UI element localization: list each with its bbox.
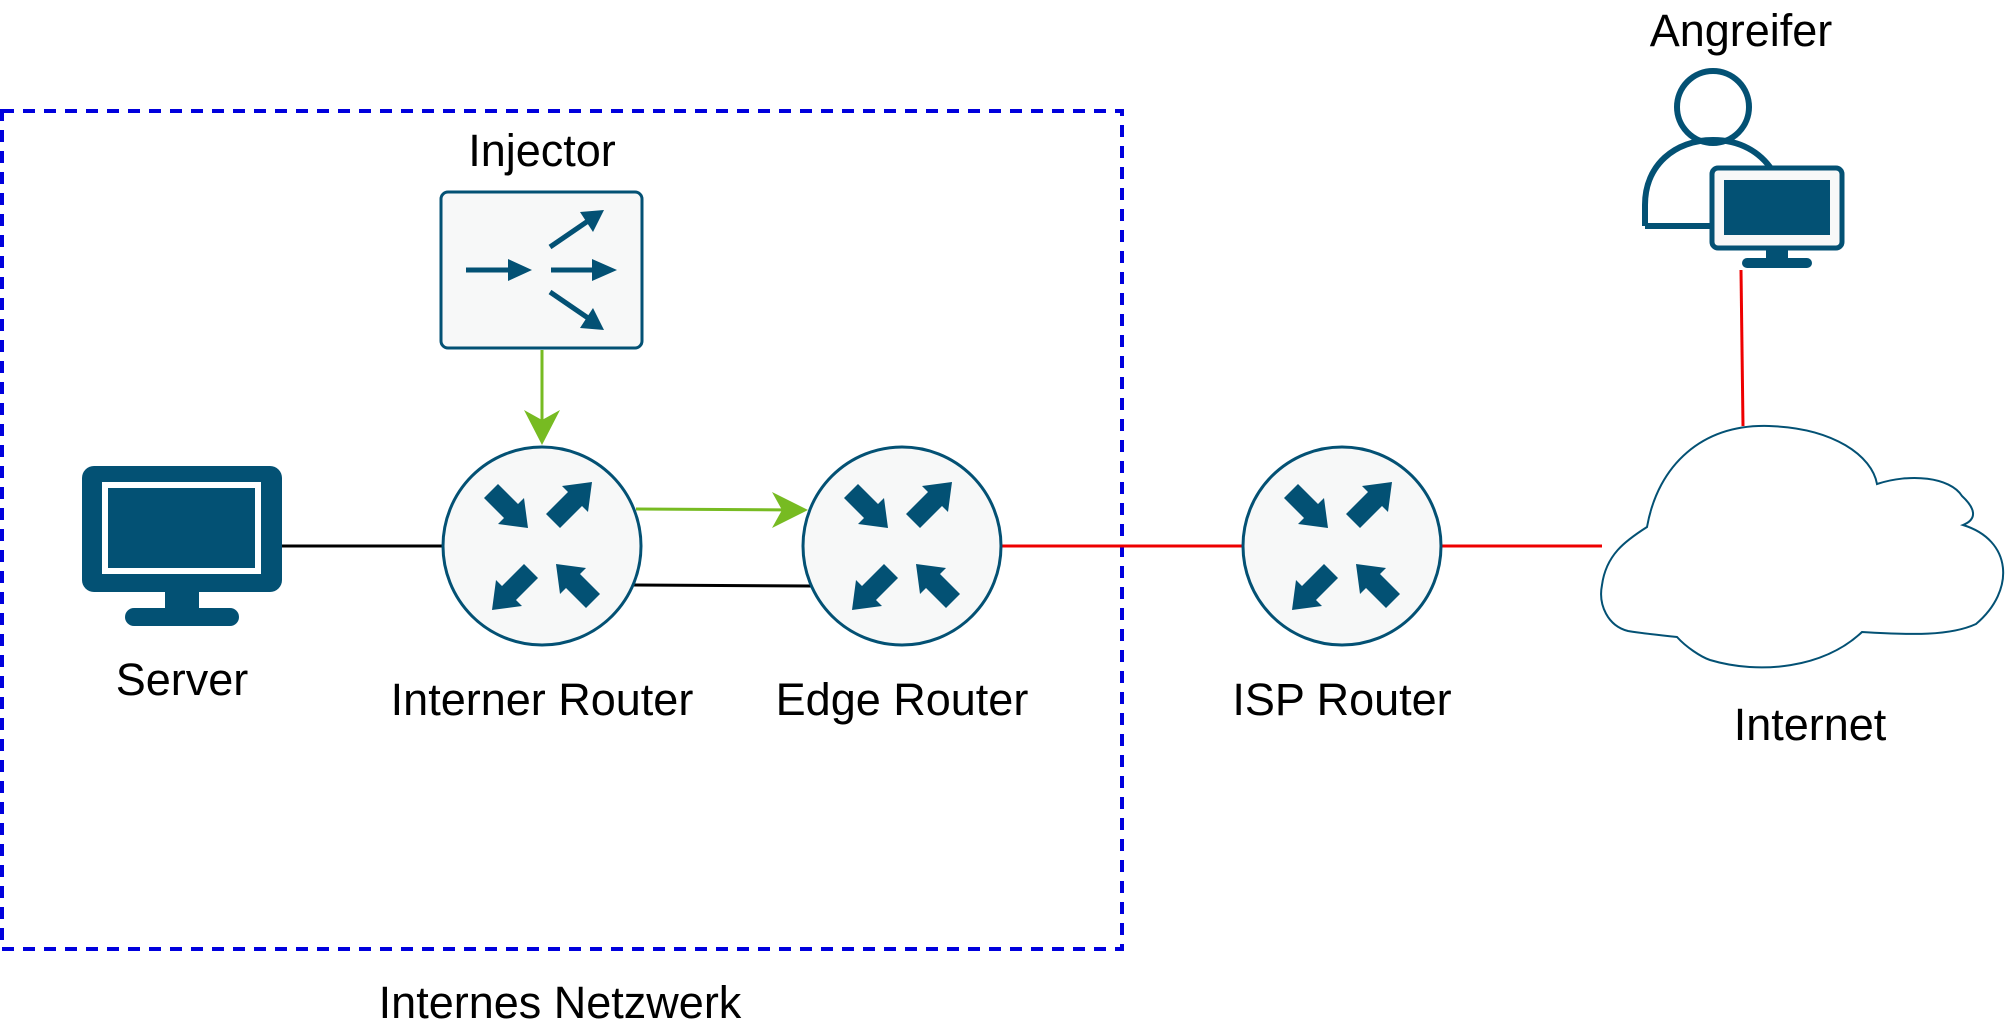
server-label: Server [116,654,249,705]
internal-router-icon [441,445,643,647]
injected-traffic-arrowhead [772,492,808,528]
link-internal-router-edge-router [633,583,813,588]
attacker-label: Angreifer [1650,5,1833,56]
internal-network-label: Internes Netzwerk [379,977,742,1028]
server-monitor-icon [82,466,282,626]
attacker-user-with-computer-icon [1642,68,1845,268]
internet-label: Internet [1734,699,1887,750]
edge-router-icon [801,445,1003,647]
isp-router-icon [1241,445,1443,647]
edge-router-label: Edge Router [776,674,1029,725]
injection-arrowhead [524,410,560,445]
internal-network-boundary [0,109,1124,951]
injector-traffic-splitter-icon [439,190,644,350]
link-attacker-internet [1739,269,1745,427]
injector-label: Injector [468,125,616,176]
isp-router-label: ISP Router [1232,674,1451,725]
injected-traffic-arrow [635,507,799,512]
internet-cloud-icon [1600,424,2005,669]
internal-router-label: Interner Router [391,674,694,725]
